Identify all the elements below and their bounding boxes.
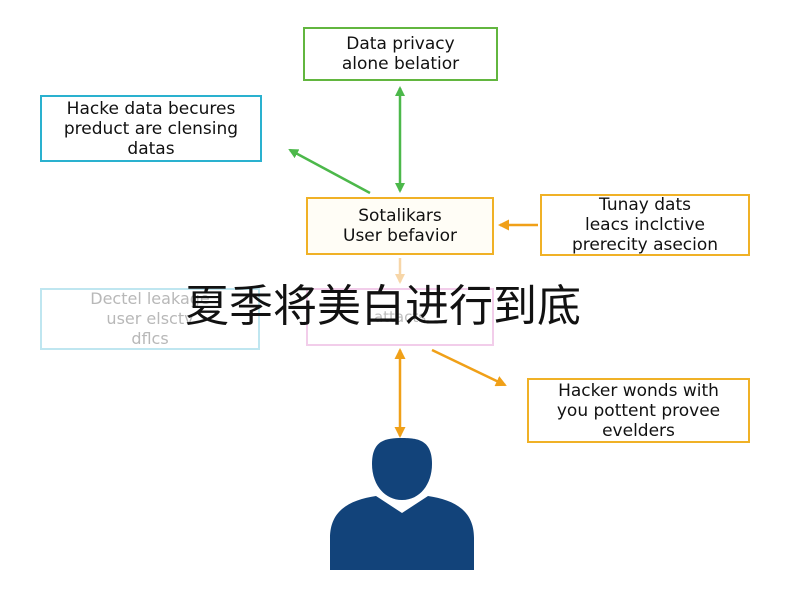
data-leakage-box: Dectel leakage user elsctv dflcs	[40, 288, 260, 350]
box-text-line: Data privacy	[346, 34, 455, 54]
box-text-line: Sotalikars	[358, 206, 442, 226]
hacker-data-box: Hacke data becures preduct are clensing …	[40, 95, 262, 162]
box-text-line: datas	[127, 138, 175, 159]
box-text-line: Tunay dats	[599, 195, 691, 215]
box-text-line: you pottent provee	[556, 400, 721, 421]
box-text-line: Dectel leakage	[90, 289, 210, 308]
box-text-line: user elsctv	[106, 309, 194, 328]
box-text-line: attacts	[373, 308, 427, 326]
box-text-line: Hacke data becures	[66, 98, 236, 119]
tunay-data-box: Tunay dats leacs inclctive prerecity ase…	[540, 194, 750, 256]
box-text-line: alone belatior	[341, 54, 460, 74]
user-behavior-box: Sotalikars User befavior	[306, 197, 494, 255]
arrow-center-left-top	[288, 148, 371, 195]
box-text-line: User befavior	[343, 226, 457, 246]
data-privacy-box: Data privacy alone belatior	[303, 27, 498, 81]
arrow-faded-right-bottom	[431, 348, 507, 387]
attacks-box: attacts	[306, 288, 494, 346]
box-text-line: evelders	[602, 420, 675, 441]
box-text-line: dflcs	[131, 329, 169, 348]
user-silhouette-icon	[330, 438, 474, 570]
hacker-wonds-box: Hacker wonds with you pottent provee eve…	[527, 378, 750, 443]
box-text-line: leacs inclctive	[584, 215, 706, 235]
box-text-line: Hacker wonds with	[558, 380, 719, 401]
overlay-caption: 夏季将美白进行到底	[185, 281, 581, 332]
box-text-line: preduct are clensing	[63, 118, 239, 139]
box-text-line: prerecity asecion	[571, 235, 719, 255]
